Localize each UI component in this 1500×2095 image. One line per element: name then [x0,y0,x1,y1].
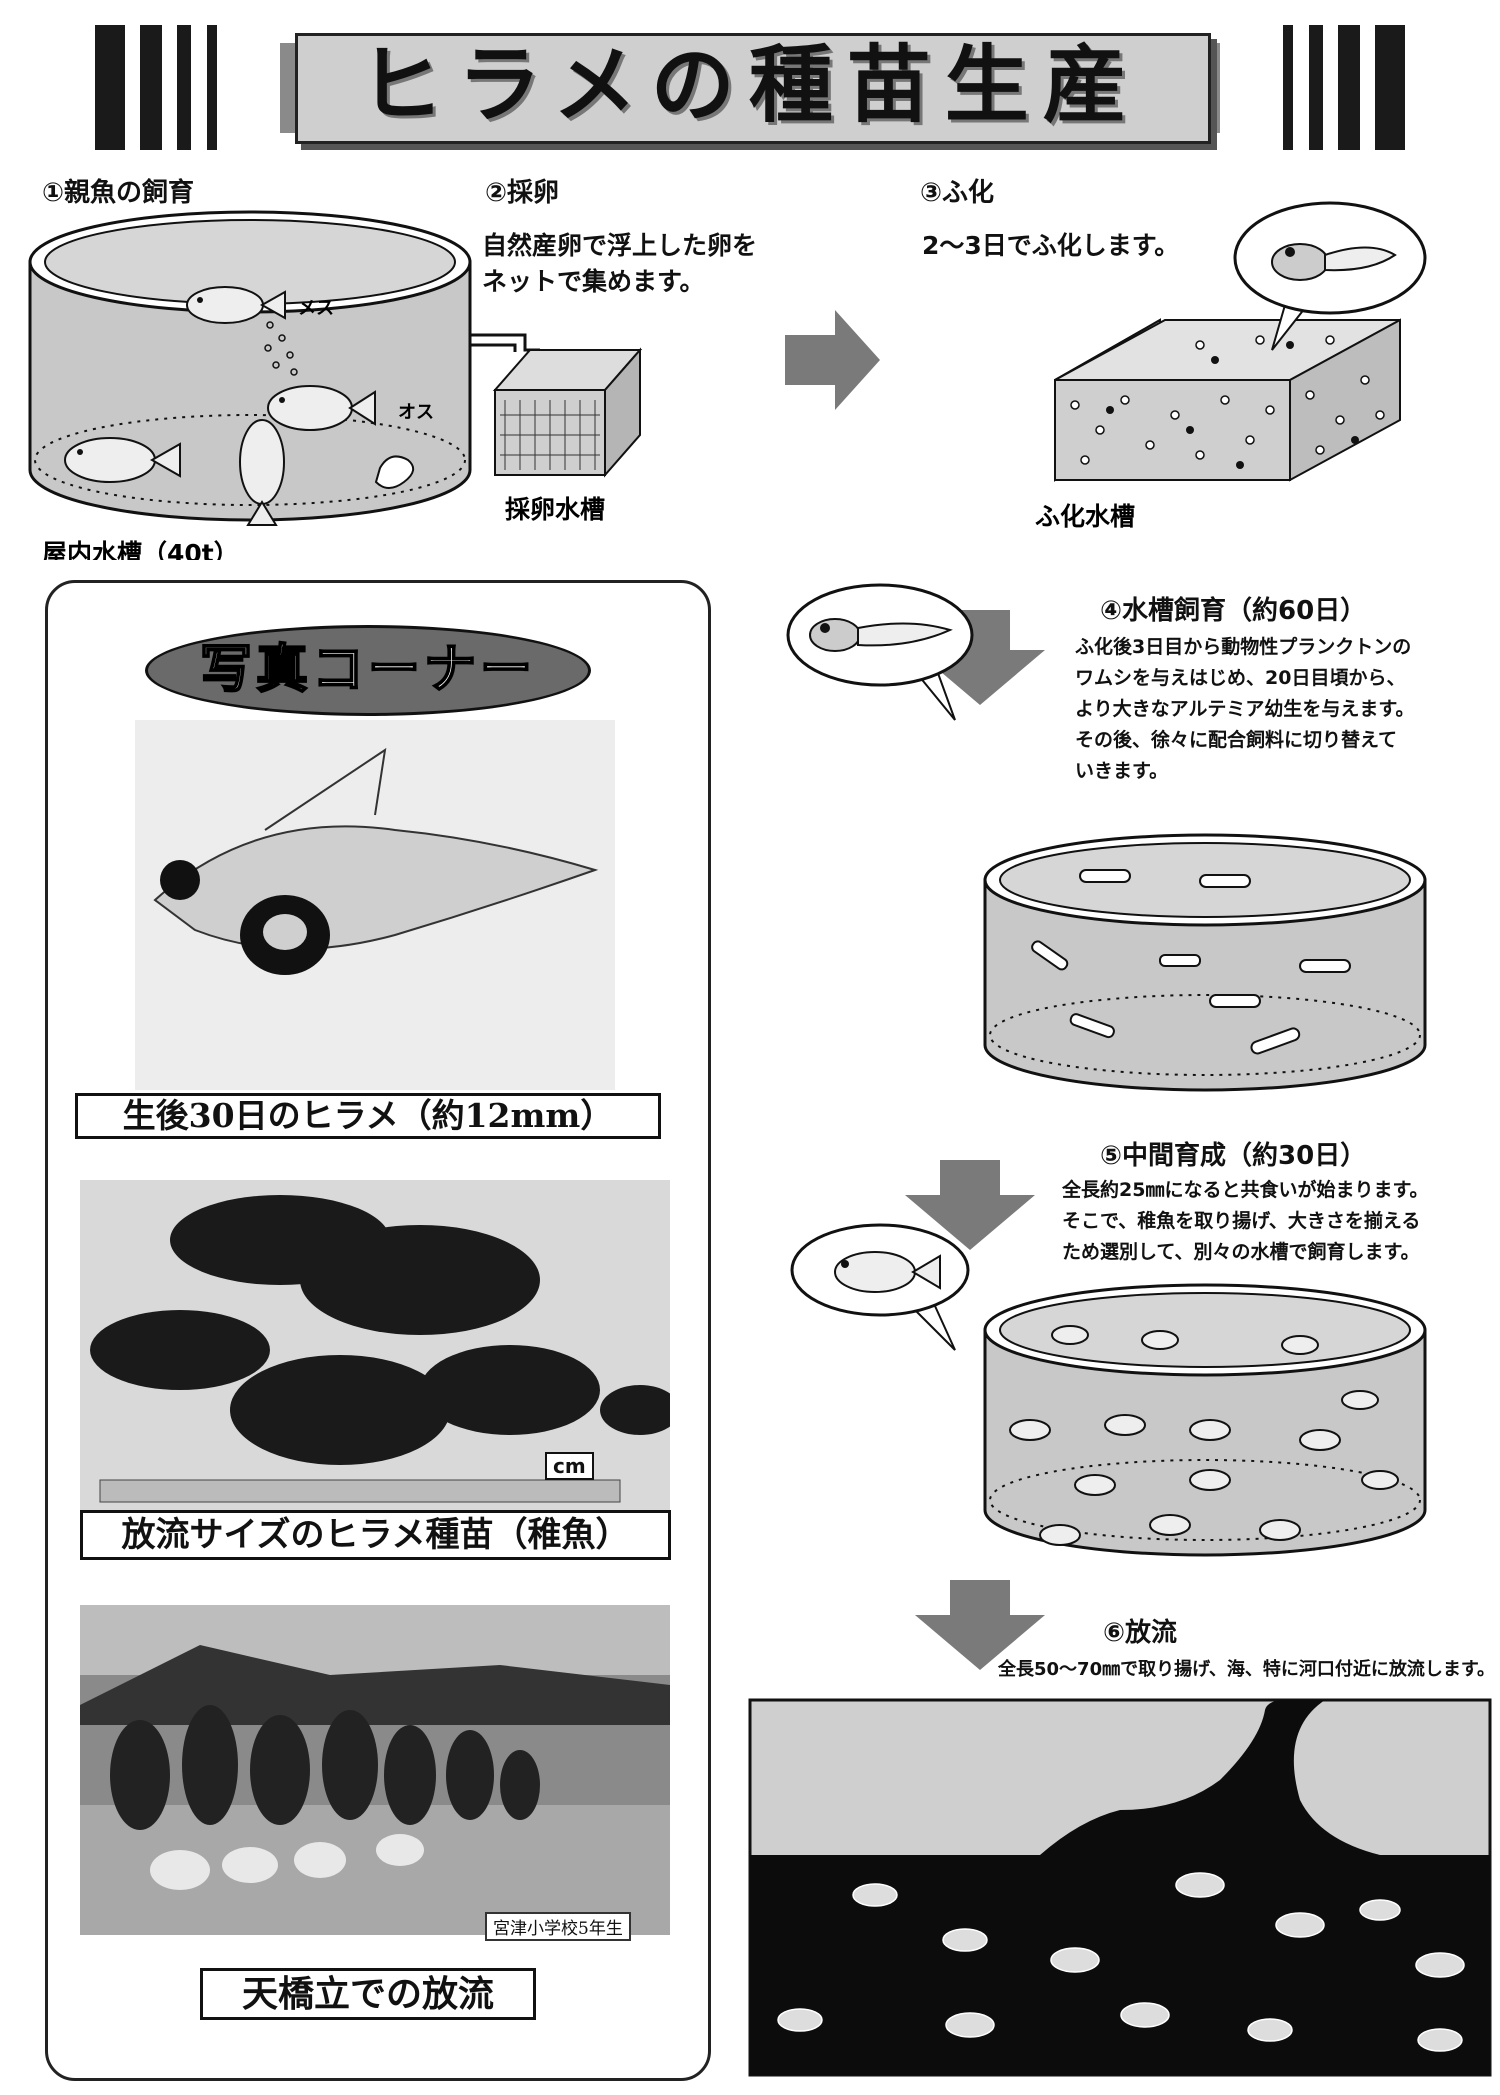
banner-stripe [1309,25,1323,150]
flounder-icon [64,437,181,483]
photo-corner-title: 写真コーナー [145,625,591,716]
release-photo [80,1605,670,1935]
arrow-down-icon [915,1580,1045,1670]
larva-icon [809,618,953,652]
larva-photo-drawing [153,747,599,975]
step5-line: ため選別して、別々の水槽で飼育します。 [1062,1241,1420,1263]
step2-desc-line2: ネットで集めます。 [482,267,705,296]
title-banner: ヒラメの種苗生産 [95,25,1405,150]
flounder-icon [186,286,286,324]
step5-desc: 全長約25㎜になると共食いが始まります。 そこで、稚魚を取り揚げ、大きさを揃える… [1062,1175,1497,1268]
step4-desc: ふ化後3日目から動物性プランクトンの ワムシを与えはじめ、20日目頃から、 より… [1075,632,1495,787]
step2-heading: ②採卵 [485,178,560,208]
flounder-icon [239,419,285,526]
arrow-right-icon [785,310,880,410]
release-photo-caption: 天橋立での放流 [200,1968,536,2020]
banner-stripe [177,25,191,150]
step3-heading: ③ふ化 [920,178,995,208]
cm-scale-label: cm [545,1452,594,1480]
female-label: メス [298,298,334,319]
step4-line: ふ化後3日目から動物性プランクトンの [1075,636,1412,658]
larva-speech-bubble [786,583,974,721]
step4-line: いきます。 [1075,760,1169,782]
flounder-icon [267,385,376,431]
larva-speech-bubble [1233,201,1427,351]
right-illustrations [748,583,1492,2077]
banner-stripe [140,25,162,150]
banner-stripe [207,25,217,150]
parent-fish-tank [28,210,472,526]
juvenile-speech-bubble [790,1223,970,1351]
larva-photo [135,720,615,1090]
egg-collection-tank [492,347,643,478]
step2-desc-line1: 自然産卵で浮上した卵を [482,231,758,260]
top-illustrations: メス オス 採卵水槽 屋内水槽（40t） [28,201,1427,560]
release-scene [748,1698,1492,2077]
step5-line: 全長約25㎜になると共食いが始まります。 [1062,1179,1429,1201]
larva-photo-caption: 生後30日のヒラメ（約12mm） [75,1093,661,1139]
release-photo-drawing [80,1605,670,1935]
step1-heading: ①親魚の飼育 [42,178,195,208]
hatching-tank-box [1054,318,1401,482]
step6-heading: ⑥放流 [1103,1618,1178,1648]
step5-line: そこで、稚魚を取り揚げ、大きさを揃える [1062,1210,1421,1232]
egg-tank-label: 採卵水槽 [505,495,605,524]
juveniles-photo-drawing [90,1195,670,1503]
indoor-tank-label: 屋内水槽（40t） [42,539,239,560]
nursery-tank [983,1283,1427,1557]
flounder-icon [834,1251,941,1293]
banner-stripe [1375,25,1405,150]
step4-line: ワムシを与えはじめ、20日目頃から、 [1075,667,1406,689]
step4-line: より大きなアルテミア幼生を与えます。 [1075,698,1415,720]
step6-desc: 全長50〜70㎜で取り揚げ、海、特に河口付近に放流します。 [998,1659,1496,1680]
rearing-tank [983,833,1427,1092]
arrow-down-icon [905,1160,1035,1250]
step4-heading: ④水槽飼育（約60日） [1100,596,1367,626]
step3-desc: 2〜3日でふ化します。 [922,231,1180,260]
banner-stripe [1338,25,1360,150]
larva-icon [1271,243,1397,281]
male-label: オス [398,402,434,423]
banner-stripe [1283,25,1293,150]
photo-credit: 宮津小学校5年生 [485,1912,631,1941]
step5-heading: ⑤中間育成（約30日） [1100,1141,1367,1171]
hatching-tank-label: ふ化水槽 [1035,502,1135,531]
arrow-down-icon [915,610,1045,705]
step4-line: その後、徐々に配合飼料に切り替えて [1075,729,1398,751]
page-title: ヒラメの種苗生産 [359,36,1141,134]
banner-stripe [95,25,125,150]
juveniles-photo-caption: 放流サイズのヒラメ種苗（稚魚） [80,1510,671,1560]
